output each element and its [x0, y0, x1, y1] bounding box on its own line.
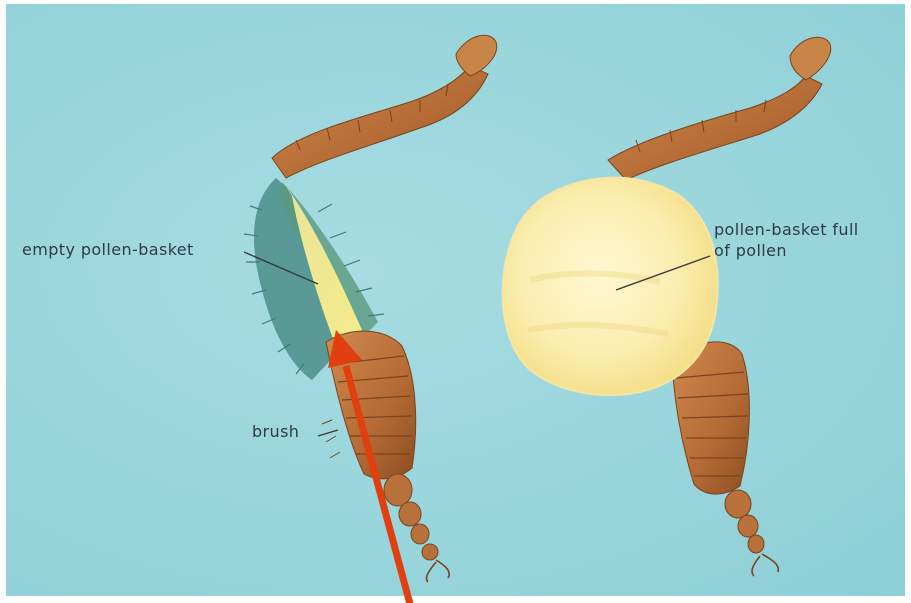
right-femur [608, 37, 831, 180]
full-pollen-basket-label-line2: of pollen [714, 241, 787, 260]
pollen-load [503, 178, 718, 395]
brush-label: brush [252, 422, 299, 441]
left-leg [244, 35, 497, 582]
right-distal-segments [725, 490, 778, 576]
brush-leader [318, 430, 338, 436]
full-pollen-basket-label-line1: pollen-basket full [714, 220, 859, 239]
left-femur [272, 35, 497, 178]
empty-pollen-basket-label: empty pollen-basket [22, 240, 194, 259]
left-distal-segments [384, 474, 449, 582]
right-leg [503, 37, 831, 576]
